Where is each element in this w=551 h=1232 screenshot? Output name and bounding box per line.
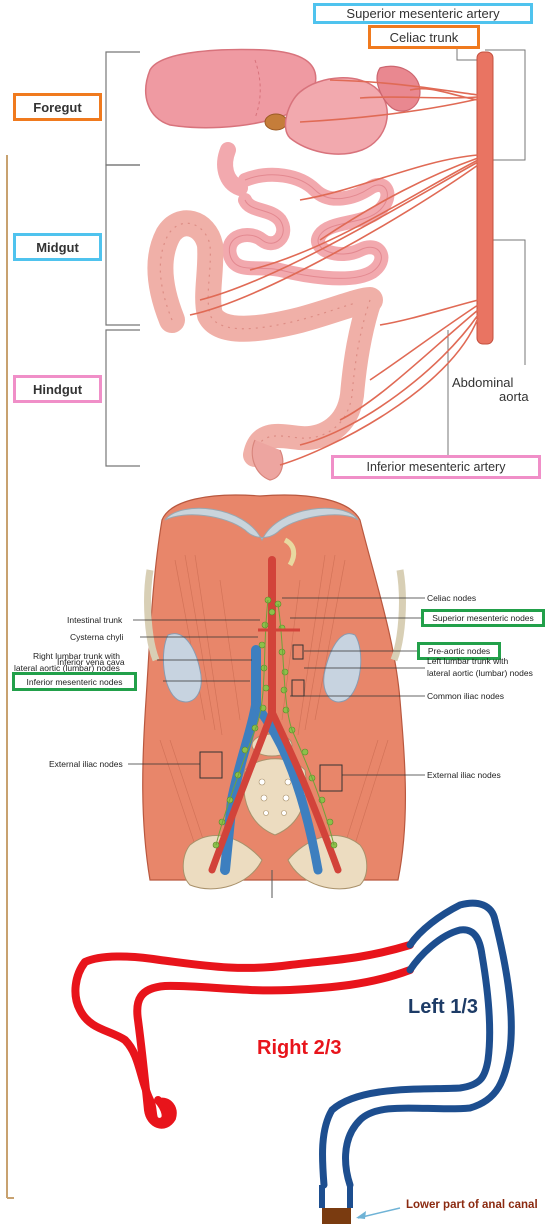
celiac-nodes-label: Celiac nodes — [427, 593, 476, 603]
superior-mesenteric-nodes-label: Superior mesenteric nodes — [421, 609, 545, 627]
right-two-thirds-label: Right 2/3 — [257, 1037, 341, 1060]
hindgut-label: Hindgut — [13, 375, 102, 403]
anal-canal-label: Lower part of anal canal — [406, 1199, 538, 1211]
superior-mesenteric-artery-label: Superior mesenteric artery — [313, 3, 533, 24]
inferior-mesenteric-nodes-label: Inferior mesenteric nodes — [12, 672, 137, 691]
cysterna-chyli-label: Cysterna chyli — [70, 632, 123, 642]
abdominal-aorta-label-line2: aorta — [499, 389, 529, 404]
foregut-label: Foregut — [13, 93, 102, 121]
lymph-illustration — [128, 495, 425, 898]
left-one-third-label: Left 1/3 — [408, 996, 478, 1019]
hindgut-bracket — [106, 330, 140, 466]
foregut-bracket — [106, 52, 140, 165]
inferior-mesenteric-artery-label: Inferior mesenteric artery — [331, 455, 541, 479]
colon-outline — [75, 903, 511, 1224]
intestinal-trunk-label: Intestinal trunk — [67, 615, 122, 625]
external-iliac-nodes-right-label: External iliac nodes — [427, 770, 501, 780]
abdominal-aorta — [477, 52, 493, 344]
common-iliac-nodes-label: Common iliac nodes — [427, 691, 504, 701]
aorta-leader — [490, 240, 525, 365]
inferior-vena-cava-label: Inferior vena cava — [57, 657, 125, 667]
anal-canal — [322, 1208, 351, 1224]
midgut-bracket — [106, 165, 140, 325]
midgut-label: Midgut — [13, 233, 102, 261]
abdominal-aorta-label-line1: Abdominal — [452, 375, 513, 390]
external-iliac-nodes-left-label: External iliac nodes — [49, 759, 123, 769]
gut-illustration — [106, 25, 525, 480]
left-lumbar-label-line2: lateral aortic (lumbar) nodes — [427, 668, 533, 678]
left-lumbar-label-line1: Left lumbar trunk with — [427, 656, 508, 666]
celiac-trunk-label: Celiac trunk — [368, 25, 480, 49]
gallbladder — [265, 114, 287, 130]
